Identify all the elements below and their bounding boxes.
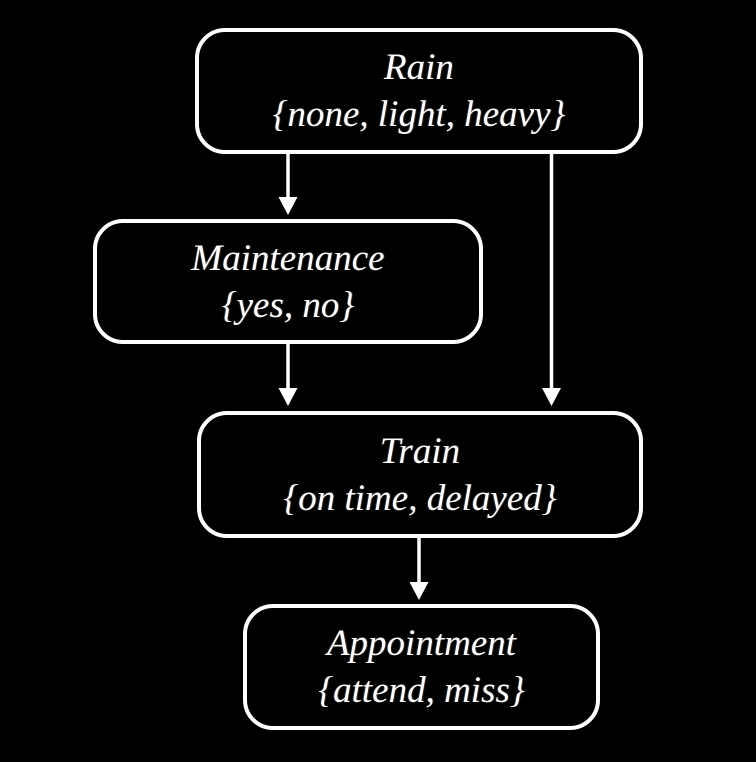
node-maintenance: Maintenance {yes, no} bbox=[93, 219, 483, 344]
node-maintenance-values: {yes, no} bbox=[221, 284, 355, 326]
node-train-values: {on time, delayed} bbox=[283, 477, 557, 519]
edge-maintenance-to-train bbox=[278, 344, 298, 406]
node-maintenance-label: Maintenance bbox=[191, 237, 385, 279]
node-rain-values: {none, light, heavy} bbox=[272, 94, 566, 135]
node-appointment: Appointment {attend, miss} bbox=[243, 604, 600, 730]
node-rain: Rain {none, light, heavy} bbox=[195, 28, 643, 154]
edge-train-to-appointment bbox=[409, 538, 429, 600]
node-rain-label: Rain bbox=[384, 47, 454, 88]
node-train: Train {on time, delayed} bbox=[197, 411, 643, 538]
node-train-label: Train bbox=[379, 430, 461, 472]
edge-rain-to-maintenance bbox=[278, 154, 298, 215]
node-appointment-values: {attend, miss} bbox=[318, 670, 525, 711]
node-appointment-label: Appointment bbox=[326, 623, 517, 664]
edge-rain-to-train bbox=[542, 154, 561, 406]
